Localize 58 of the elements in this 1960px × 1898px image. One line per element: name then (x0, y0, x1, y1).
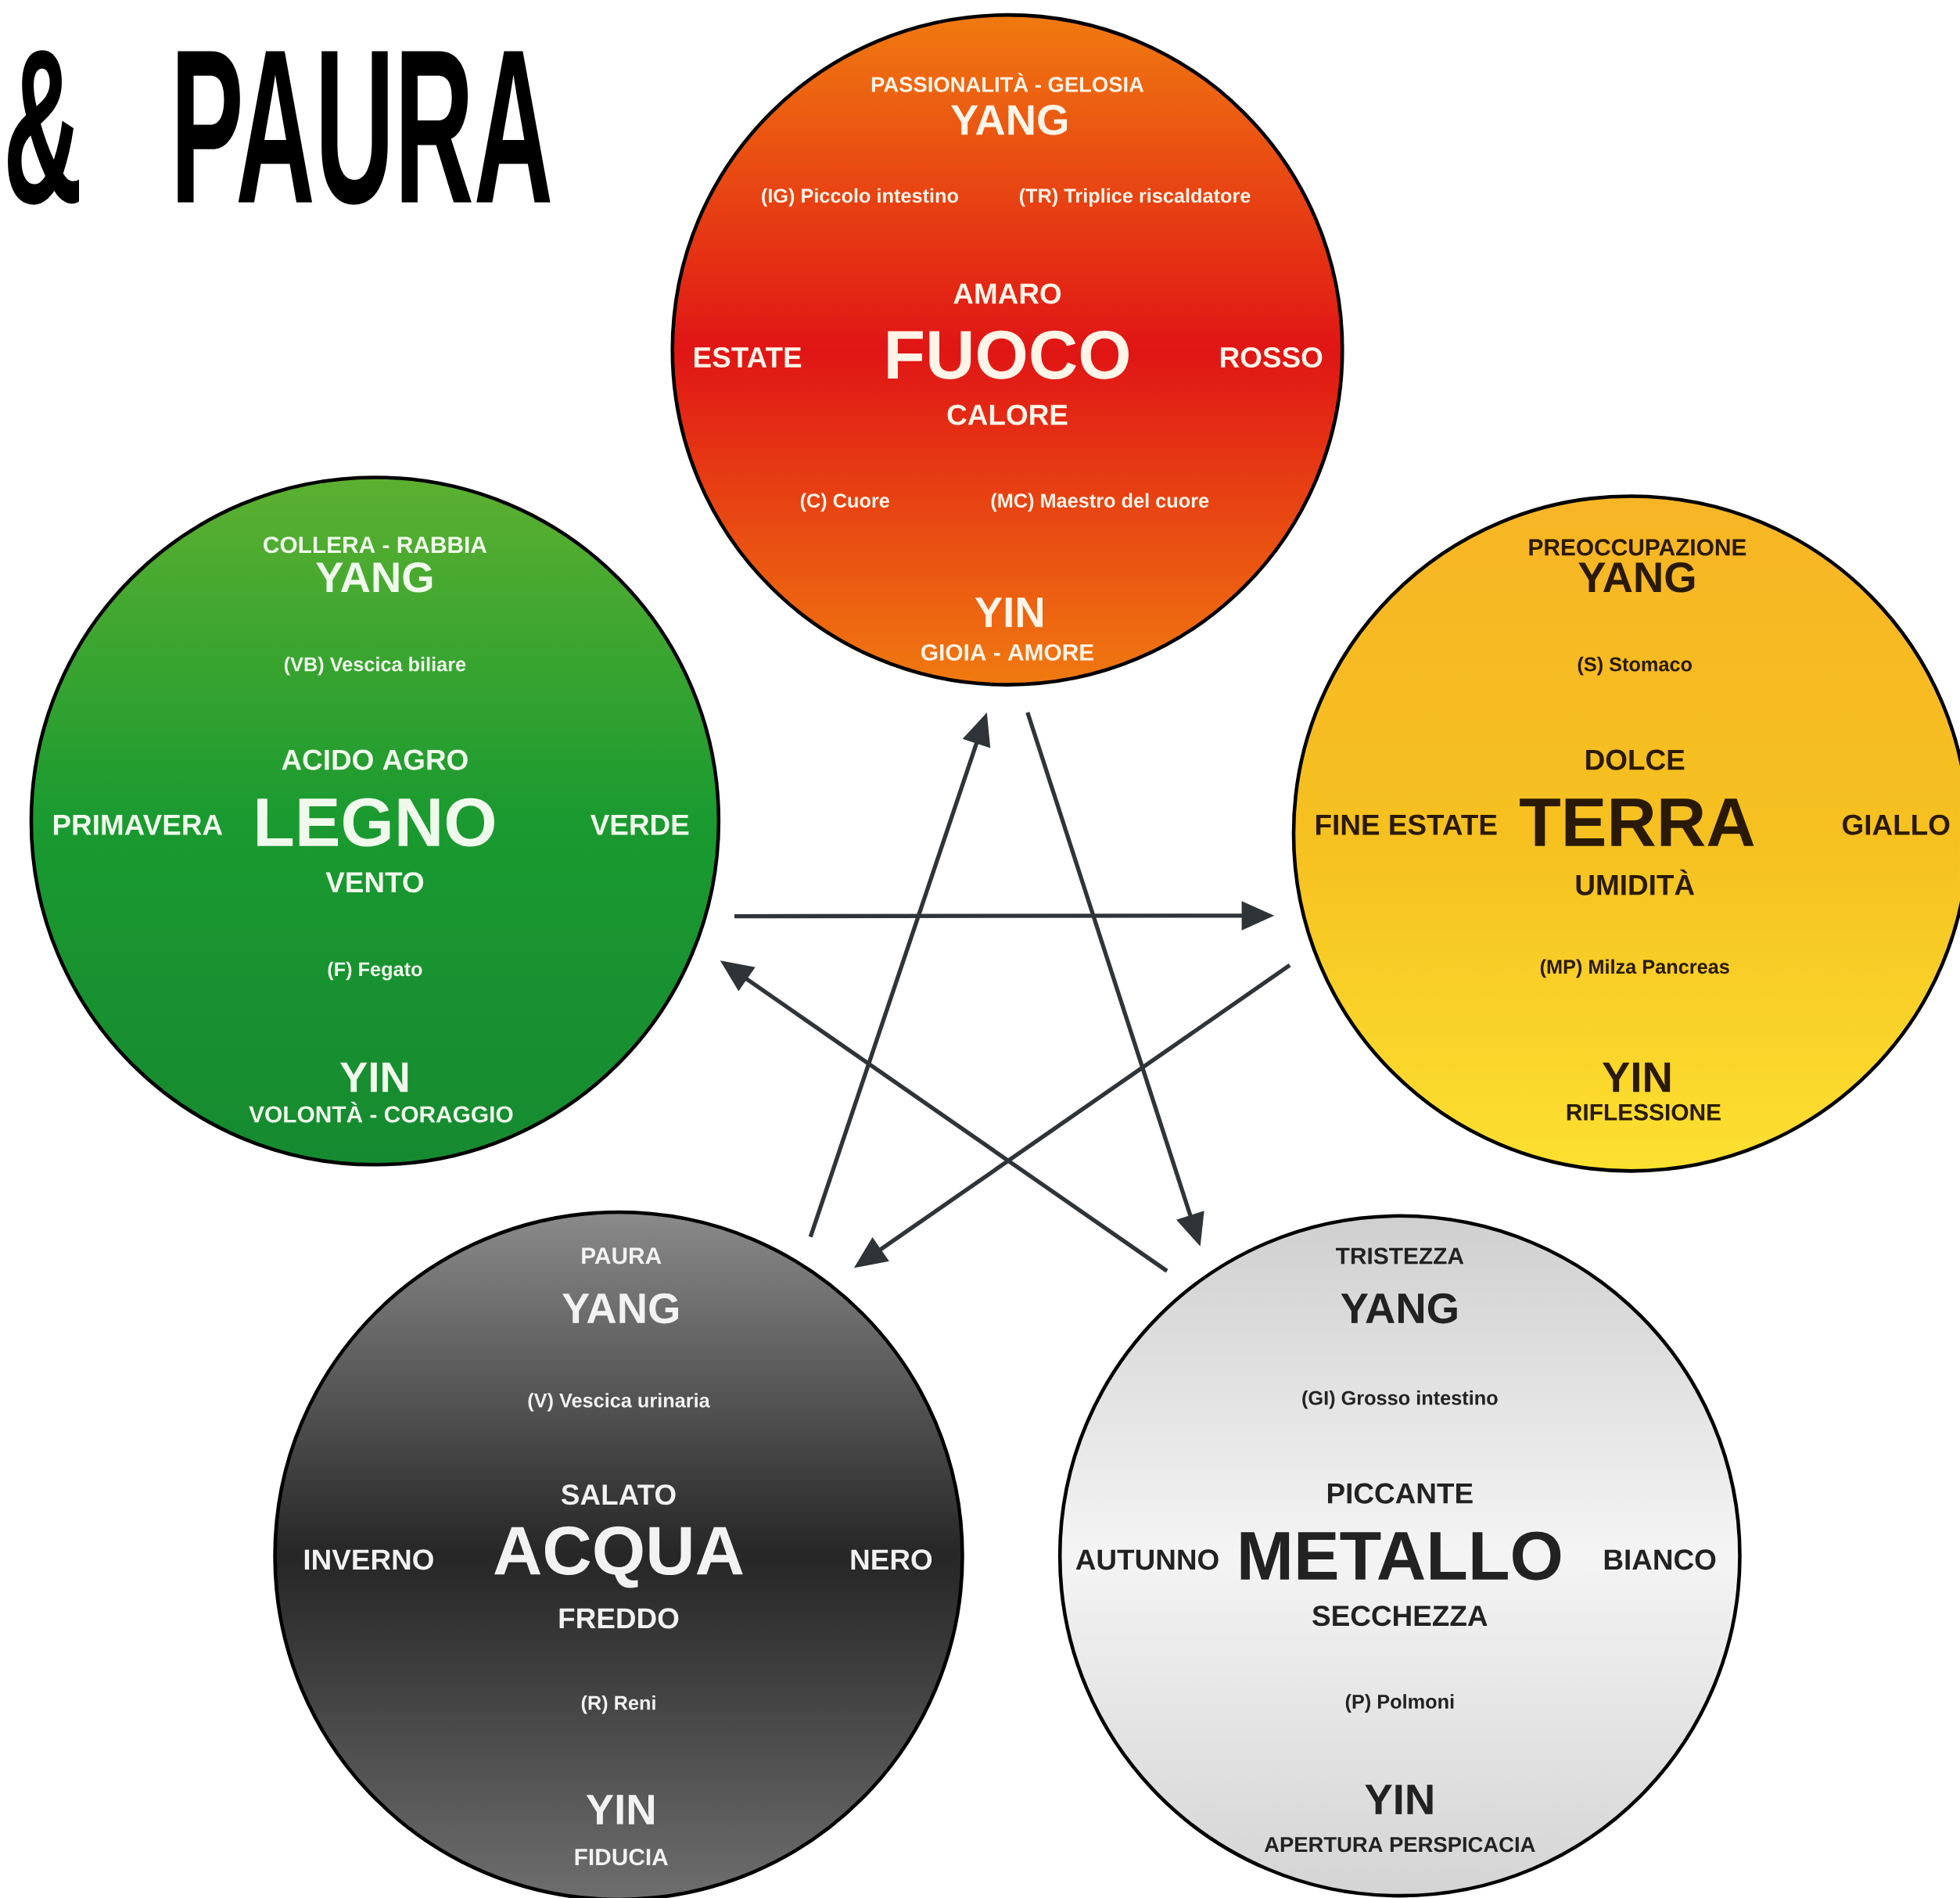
organ-label: (C) Cuore (800, 493, 889, 512)
polarity-label: YANG (316, 562, 433, 593)
organ-label: (TR) Triplice riscaldatore (1019, 188, 1251, 207)
organ-label: (VB) Vescica biliare (284, 656, 466, 676)
emotion-label: APERTURA PERSPICACIA (1264, 1836, 1535, 1853)
attribute-label: NERO (851, 1549, 932, 1570)
attribute-label: PICCANTE (1328, 1483, 1473, 1504)
polarity-label: YANG (1578, 562, 1695, 593)
emotion-label: RIFLESSIONE (1567, 1103, 1721, 1121)
attribute-label: AUTUNNO (1075, 1549, 1219, 1570)
organ-label: (IG) Piccolo intestino (762, 188, 958, 207)
attribute-label: VENTO (325, 872, 424, 893)
organ-label: (S) Stomaco (1578, 656, 1692, 676)
element-title: METALLO (1240, 1531, 1561, 1580)
attribute-label: ESTATE (695, 346, 802, 368)
emotion-label: VOLONTÀ - CORAGGIO (249, 1101, 513, 1123)
attribute-label: UMIDITÀ (1576, 869, 1695, 895)
emotion-label: COLLERA - RABBIA (264, 536, 487, 554)
attribute-label: SALATO (561, 1484, 676, 1505)
attribute-label: SECCHEZZA (1312, 1606, 1488, 1627)
attribute-label: DOLCE (1586, 749, 1685, 770)
organ-label: (MP) Milza Pancreas (1540, 959, 1729, 978)
attribute-label: BIANCO (1604, 1549, 1716, 1570)
attribute-label: FINE ESTATE (1316, 814, 1497, 835)
organ-label: (R) Reni (581, 1695, 655, 1714)
attribute-label: PRIMAVERA (53, 815, 223, 835)
organ-label: (MC) Maestro del cuore (991, 493, 1209, 512)
attribute-label: ACIDO AGRO (282, 749, 468, 770)
title-text: & PAURA (8, 50, 551, 205)
organ-label: (V) Vescica urinaria (528, 1393, 710, 1412)
attribute-label: AMARO (953, 283, 1061, 304)
emotion-label: TRISTEZZA (1336, 1247, 1464, 1265)
attribute-label: GIALLO (1843, 814, 1950, 835)
element-title: FUOCO (888, 330, 1129, 379)
element-title: LEGNO (257, 798, 494, 847)
element-title: TERRA (1520, 798, 1754, 846)
organ-label: (F) Fegato (328, 961, 422, 981)
attribute-label: VERDE (590, 815, 689, 835)
organ-label: (GI) Grosso intestino (1302, 1390, 1498, 1409)
attribute-label: INVERNO (304, 1549, 433, 1570)
attribute-label: ROSSO (1221, 346, 1323, 368)
polarity-label: YIN (339, 1062, 408, 1093)
polarity-label: YIN (586, 1795, 654, 1824)
polarity-label: YIN (1602, 1062, 1671, 1093)
emotion-label: GIOIA - AMORE (921, 644, 1093, 661)
emotion-label: FIDUCIA (575, 1849, 668, 1866)
attribute-label: FREDDO (559, 1608, 679, 1629)
polarity-label: YANG (1341, 1293, 1457, 1324)
organ-label: (P) Polmoni (1345, 1694, 1454, 1713)
emotion-label: PASSIONALITÀ - GELOSIA (871, 73, 1144, 92)
polarity-label: YIN (1365, 1785, 1433, 1814)
attribute-label: CALORE (947, 404, 1068, 425)
polarity-label: YIN (975, 597, 1043, 627)
emotion-label: PAURA (582, 1247, 662, 1265)
emotion-label: PREOCCUPAZIONE (1529, 539, 1746, 556)
polarity-label: YANG (950, 105, 1068, 135)
polarity-label: YANG (562, 1293, 679, 1324)
element-title: ACQUA (494, 1526, 743, 1588)
